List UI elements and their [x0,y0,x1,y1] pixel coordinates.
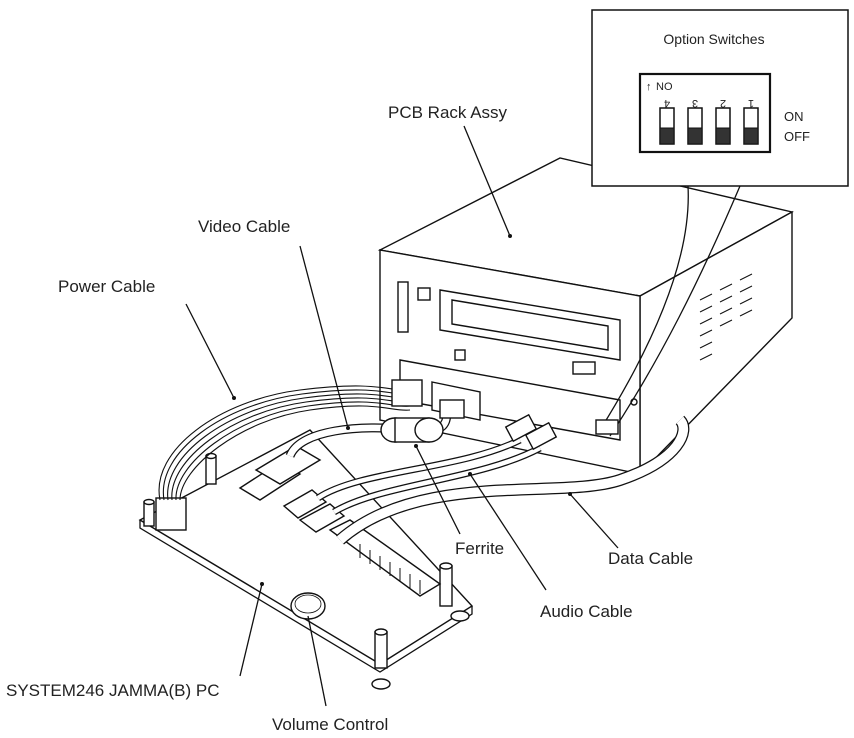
video-cable [285,381,481,459]
video-cable-label: Video Cable [198,217,290,236]
option-switches-callout: Option Switches ↑ NO 4 3 2 1 [591,9,849,437]
pcb-rack-assy-label: PCB Rack Assy [388,103,508,122]
dip-number-3: 3 [692,97,698,109]
jamma-pc-board [138,429,474,690]
audio-cable-label: Audio Cable [540,602,633,621]
power-cable [158,379,423,501]
pcb-rack-assy [377,157,794,485]
power-cable-label: Power Cable [58,277,155,296]
data-cable-label: Data Cable [608,549,693,568]
dip-off-label: OFF [784,129,810,144]
dip-on-label: ON [784,109,804,124]
dip-number-1: 1 [748,97,754,109]
dip-switch-4 [659,107,675,145]
dip-switches [659,107,759,145]
option-switches-title: Option Switches [663,31,764,47]
cables [158,379,690,545]
leader-lines [185,125,619,707]
dip-number-2: 2 [720,97,726,109]
ferrite-label: Ferrite [455,539,504,558]
dip-no-label: NO [656,81,673,93]
dip-switch-3 [687,107,703,145]
audio-cable [316,413,558,516]
dip-switch-numbers: 4 3 2 1 [664,97,754,109]
volume-control-label: Volume Control [272,715,388,734]
dip-switch-1 [743,107,759,145]
volume-knob [290,592,326,620]
jamma-pc-label: SYSTEM246 JAMMA(B) PC [6,681,220,700]
data-cable [336,415,690,545]
arrow-up-icon: ↑ [646,81,652,93]
dip-number-4: 4 [664,97,670,109]
leader-dots [232,234,572,586]
dip-switch-2 [715,107,731,145]
